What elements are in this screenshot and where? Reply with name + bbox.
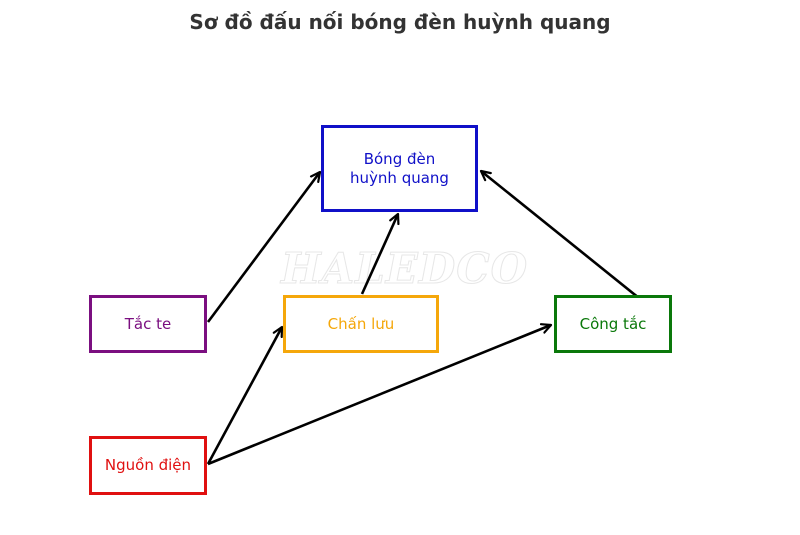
node-ballast: Chấn lưu xyxy=(283,295,439,353)
node-fluorescent-lamp-label: Bóng đèn huỳnh quang xyxy=(350,149,449,187)
arrow-power-to-ballast xyxy=(206,327,284,465)
arrow-power-to-switch xyxy=(207,325,551,466)
node-fluorescent-lamp: Bóng đèn huỳnh quang xyxy=(321,125,478,212)
diagram-title: Sơ đồ đấu nối bóng đèn huỳnh quang xyxy=(189,10,611,34)
haledco-watermark-logo: HALEDCO xyxy=(281,244,529,294)
node-switch: Công tắc xyxy=(554,295,672,353)
arrow-ballast-to-lamp xyxy=(360,214,398,295)
arrow-starter-to-lamp xyxy=(206,172,320,323)
node-starter-label: Tắc te xyxy=(124,314,172,333)
node-ballast-label: Chấn lưu xyxy=(327,314,395,333)
node-starter: Tắc te xyxy=(89,295,207,353)
node-switch-label: Công tắc xyxy=(579,314,647,333)
node-power-source: Nguồn điện xyxy=(89,436,207,495)
node-power-source-label: Nguồn điện xyxy=(104,456,192,474)
